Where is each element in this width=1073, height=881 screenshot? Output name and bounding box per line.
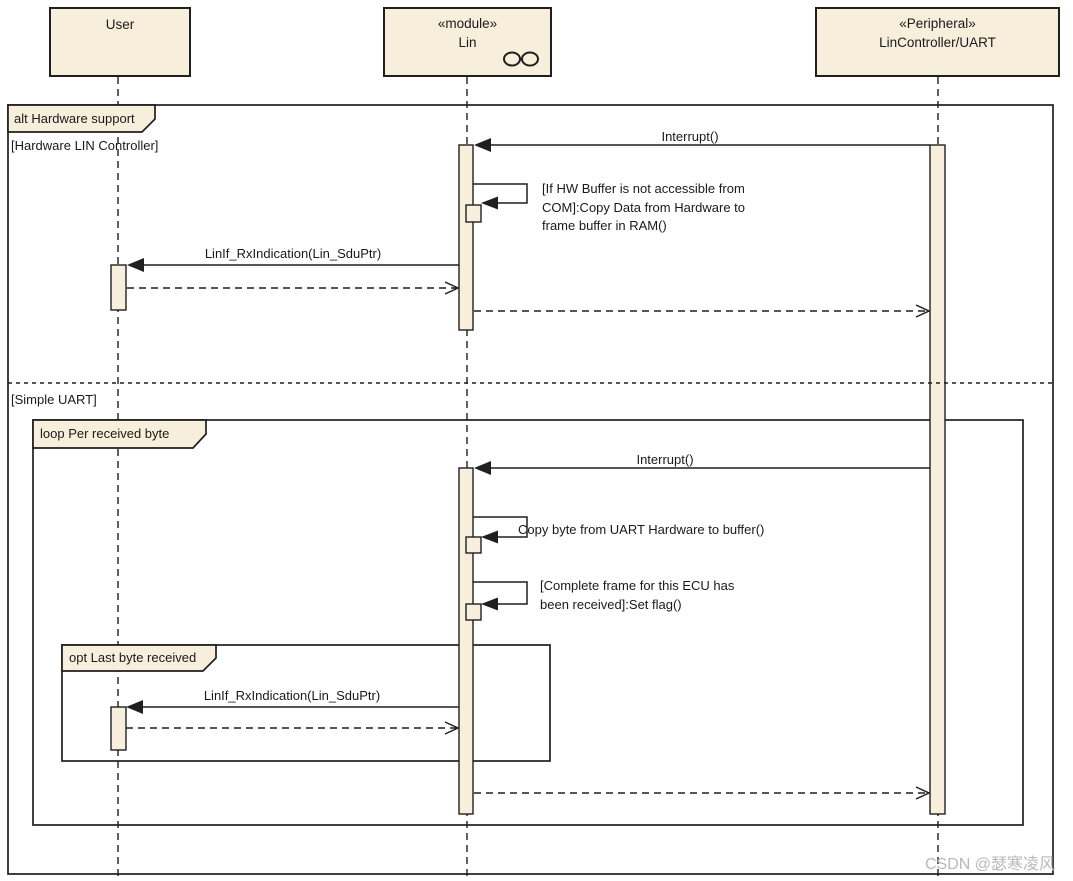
message-label-rx-indication-2: LinIf_RxIndication(Lin_SduPtr) bbox=[203, 688, 381, 703]
lifeline-head-lin: «module» Lin bbox=[383, 7, 552, 77]
alt-fragment-frame bbox=[7, 104, 1054, 875]
lifeline-name: Lin bbox=[458, 35, 477, 50]
message-label-self-copy-hw: [If HW Buffer is not accessible from COM… bbox=[542, 180, 745, 236]
return-user-to-lin-2 bbox=[126, 721, 460, 735]
alt-fragment-label: alt Hardware support bbox=[14, 111, 135, 126]
arrow-rx-indication-2 bbox=[126, 700, 459, 714]
return-lin-to-peripheral-2 bbox=[474, 786, 931, 800]
label-line: [If HW Buffer is not accessible from bbox=[542, 181, 745, 196]
activation-lin-1-nested bbox=[465, 204, 482, 223]
activation-lin-1 bbox=[458, 144, 474, 331]
label-line: [Complete frame for this ECU has bbox=[540, 578, 735, 593]
label-line: been received]:Set flag() bbox=[540, 596, 682, 612]
lifeline-name: User bbox=[105, 17, 135, 32]
lifeline-stereotype: «Peripheral» bbox=[899, 16, 976, 31]
message-label-interrupt-2: Interrupt() bbox=[636, 452, 694, 467]
opt-fragment-frame bbox=[61, 644, 551, 762]
alt-guard-hardware: [Hardware LIN Controller] bbox=[11, 138, 159, 153]
arrow-self-copy-byte bbox=[473, 516, 528, 544]
activation-lin-2-nested-a bbox=[465, 536, 482, 554]
label-line: COM]:Copy Data from Hardware to bbox=[542, 199, 746, 215]
arrow-interrupt-2 bbox=[474, 461, 930, 475]
csdn-watermark: CSDN @瑟寒凌风 bbox=[924, 856, 1055, 873]
lifeline-head-peripheral: «Peripheral» LinController/UART bbox=[815, 7, 1060, 77]
activation-user-2 bbox=[110, 706, 127, 751]
return-lin-to-peripheral-1 bbox=[474, 304, 931, 318]
activation-peripheral bbox=[929, 144, 946, 815]
arrow-rx-indication-1 bbox=[127, 258, 459, 272]
message-label-self-copy-byte: Copy byte from UART Hardware to buffer() bbox=[518, 522, 765, 537]
alt-guard-simple-uart: [Simple UART] bbox=[11, 392, 97, 407]
arrow-interrupt-1 bbox=[474, 138, 930, 152]
alt-label-pentagon bbox=[7, 104, 156, 133]
lifeline-head-user: User bbox=[49, 7, 191, 77]
activation-lin-2-nested-b bbox=[465, 603, 482, 621]
message-label-self-set-flag: [Complete frame for this ECU has been re… bbox=[540, 577, 734, 614]
message-label-interrupt-1: Interrupt() bbox=[661, 129, 719, 144]
opt-label-pentagon bbox=[61, 644, 217, 672]
arrow-self-copy-hw bbox=[473, 183, 528, 210]
loop-fragment-frame bbox=[32, 419, 1024, 826]
lifeline-name: LinController/UART bbox=[879, 35, 996, 50]
module-chain-icon bbox=[503, 51, 539, 67]
message-label-rx-indication-1: LinIf_RxIndication(Lin_SduPtr) bbox=[204, 246, 382, 261]
loop-fragment-label: loop Per received byte bbox=[40, 426, 170, 441]
return-user-to-lin-1 bbox=[127, 281, 460, 295]
activation-lin-2 bbox=[458, 467, 474, 815]
opt-fragment-label: opt Last byte received bbox=[69, 650, 197, 665]
arrow-self-set-flag bbox=[473, 581, 528, 611]
activation-user-1 bbox=[110, 264, 127, 311]
loop-label-pentagon bbox=[32, 419, 207, 449]
label-line: frame buffer in RAM() bbox=[542, 218, 667, 233]
lifeline-stereotype: «module» bbox=[437, 16, 498, 31]
